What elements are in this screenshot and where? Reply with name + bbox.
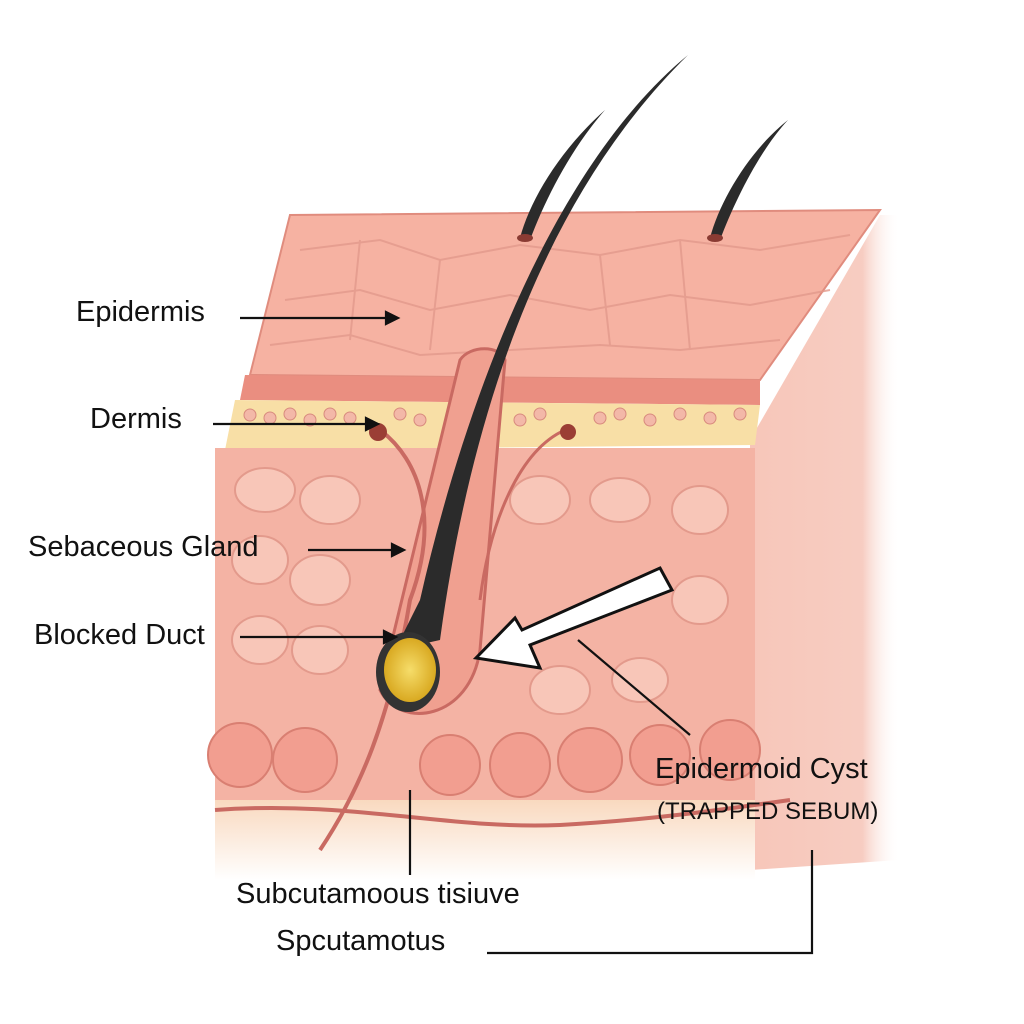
side-face xyxy=(750,215,900,870)
label-blocked-duct: Blocked Duct xyxy=(34,619,205,651)
hair-right xyxy=(710,120,788,240)
label-spcutamotus: Spcutamotus xyxy=(276,925,446,957)
label-subcutaneous: Subcutamoous tisiuve xyxy=(236,878,520,910)
gland-dot xyxy=(369,423,387,441)
label-sebaceous-gland: Sebaceous Gland xyxy=(28,531,259,563)
label-dermis: Dermis xyxy=(90,403,182,435)
hair-main xyxy=(395,55,688,650)
vessel xyxy=(318,428,427,852)
epidermis-surface xyxy=(248,208,882,382)
label-epidermoid-cyst: Epidermoid Cyst xyxy=(655,753,868,785)
hair-left xyxy=(520,110,605,240)
label-epidermis: Epidermis xyxy=(76,296,205,328)
cyst-pointer-arrow xyxy=(472,566,675,670)
label-trapped-sebum: (TRAPPED SEBUM) xyxy=(657,798,879,825)
